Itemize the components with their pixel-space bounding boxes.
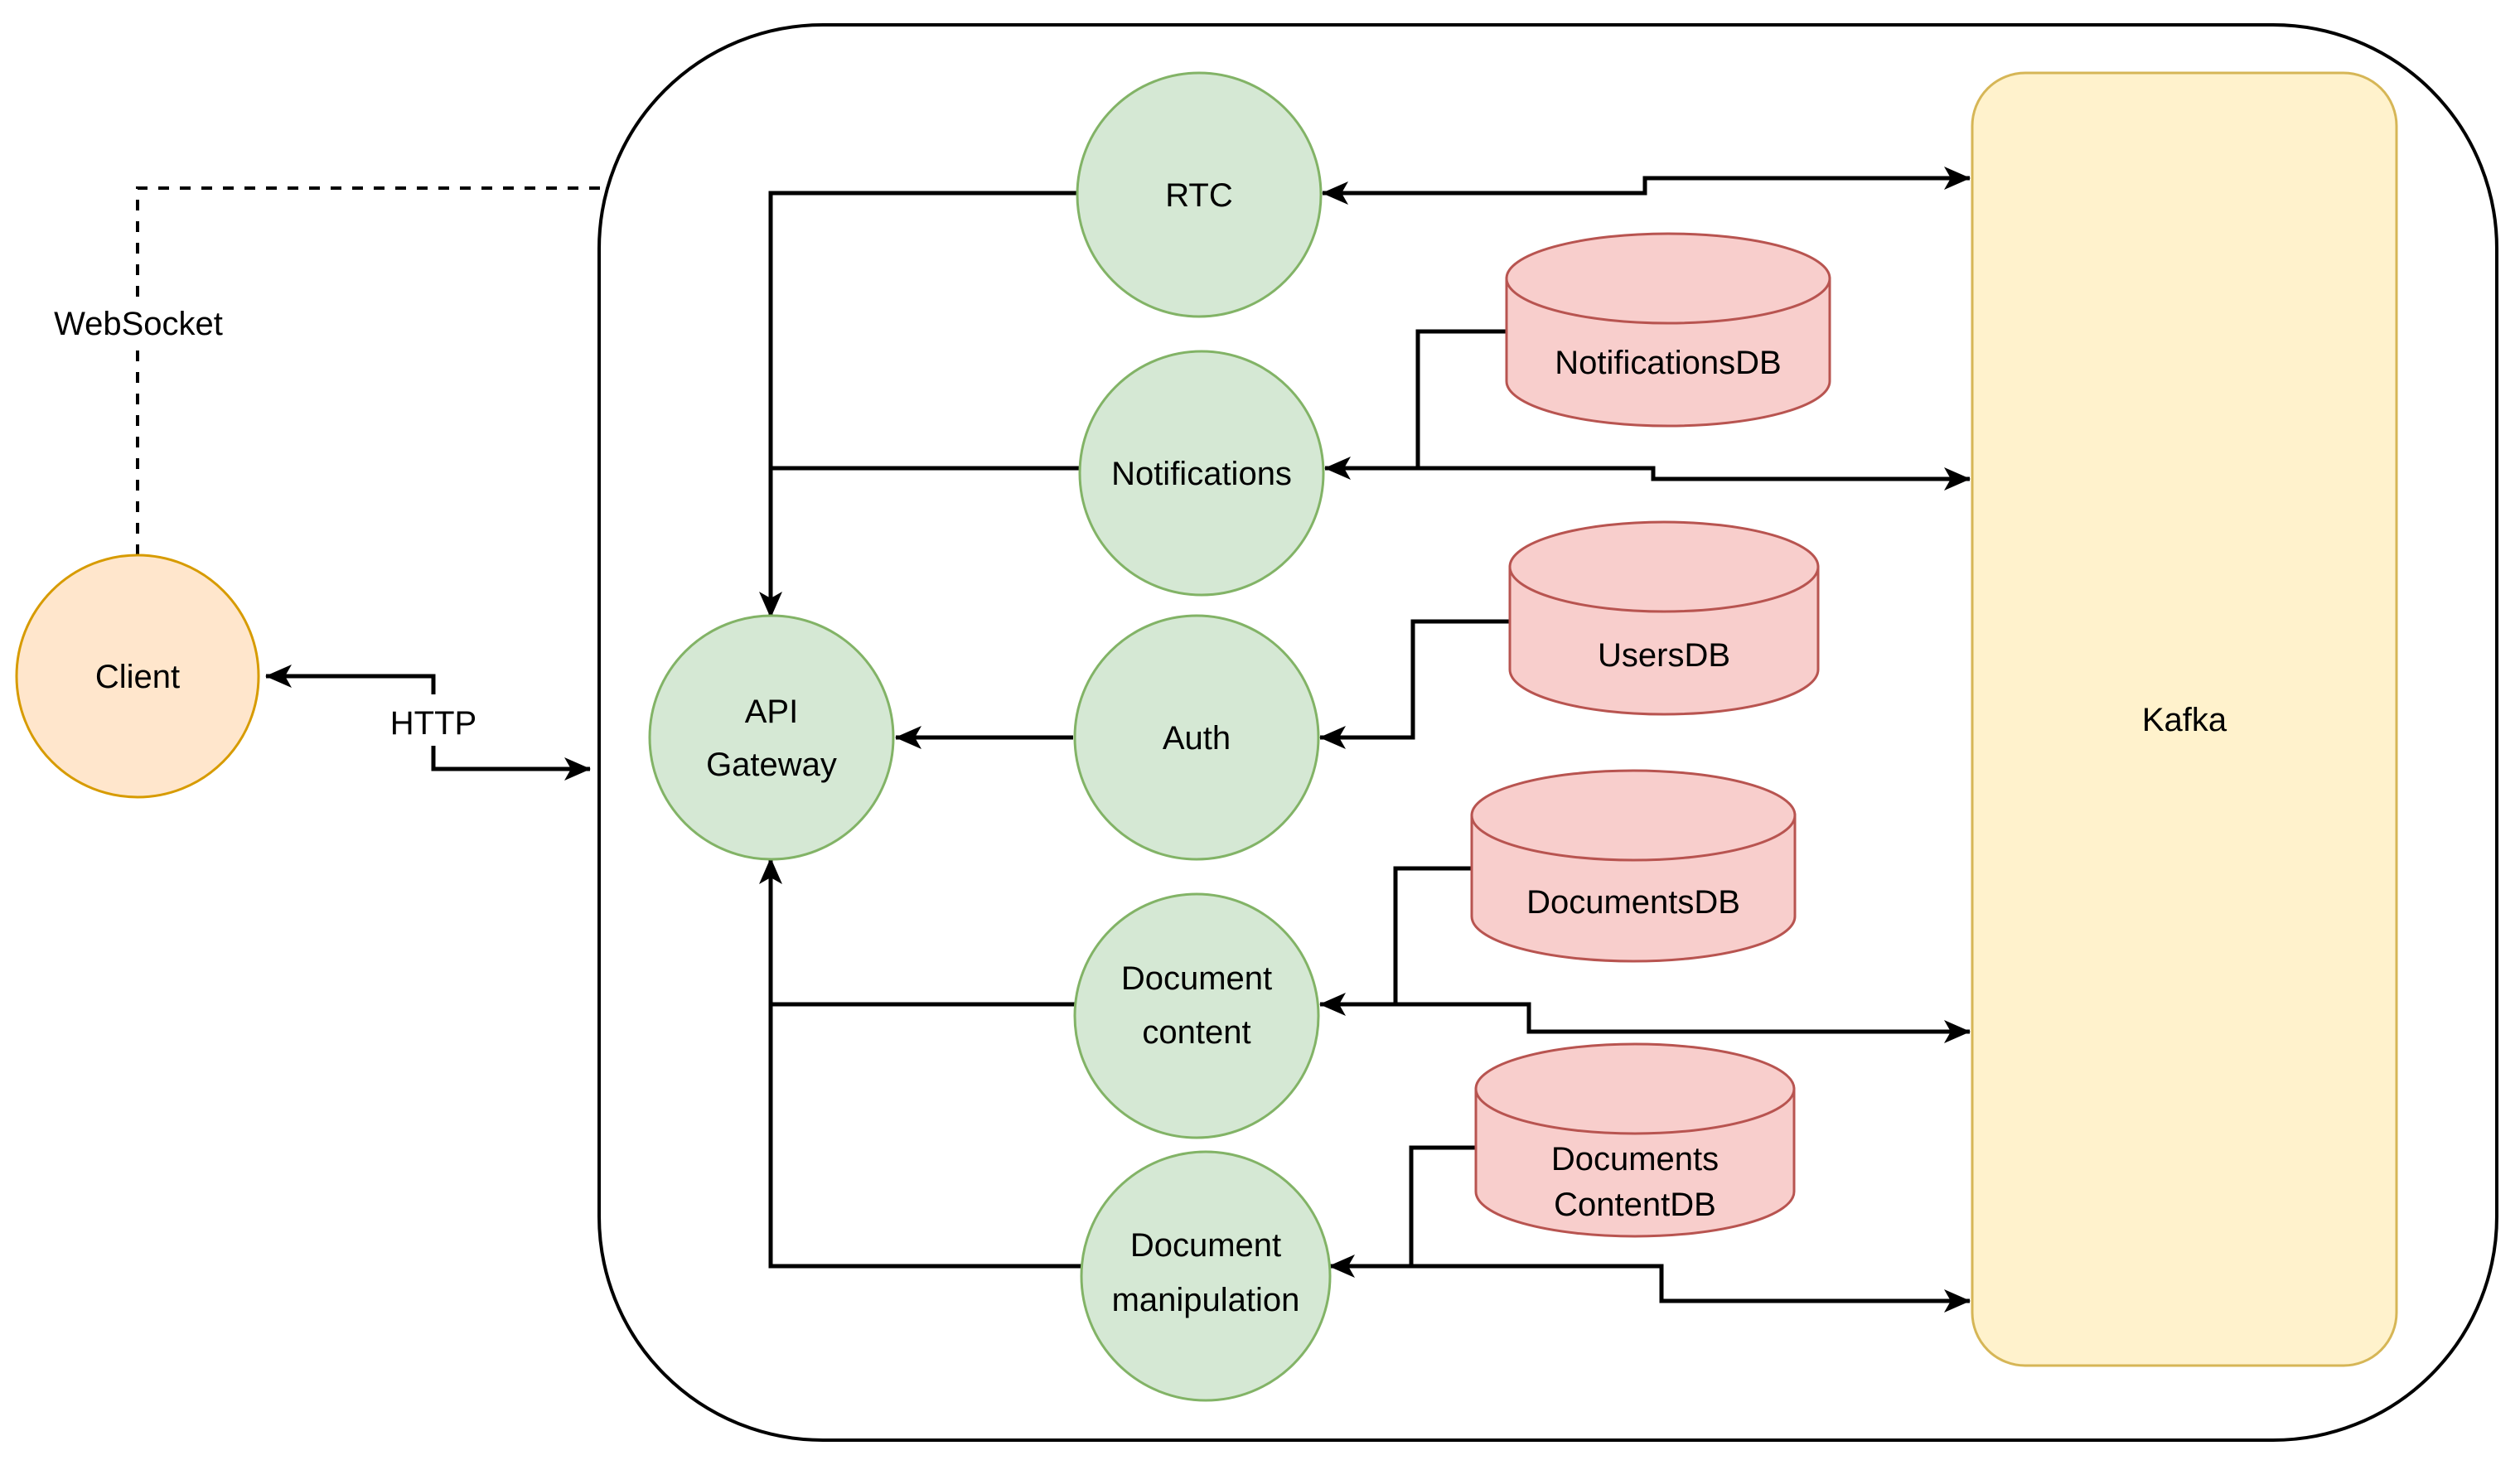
document-content-circle: [1073, 892, 1320, 1139]
api-gateway-node: API Gateway: [648, 614, 895, 861]
document-content-kafka-link: [1319, 993, 1971, 1043]
document-manipulation-label-line1: Document: [1130, 1227, 1281, 1264]
notificationsdb-cylinder-top: [1505, 232, 1831, 325]
notificationsdb-label: NotificationsDB: [1555, 345, 1781, 381]
client-node: Client: [15, 554, 260, 799]
edge-labels: WebSocket HTTP: [23, 298, 491, 746]
rtc-circle: [1076, 71, 1323, 318]
kafka-node: Kafka: [1971, 71, 2398, 1367]
notificationsdb-to-notifications-link: [1415, 329, 1507, 467]
document-content-node: Document content: [1073, 892, 1320, 1139]
kafka-box: [1971, 71, 2398, 1367]
document-manipulation-node: Document manipulation: [1080, 1150, 1332, 1402]
document-manipulation-label-line2: manipulation: [1112, 1282, 1300, 1318]
usersdb-label: UsersDB: [1598, 637, 1730, 674]
notifications-circle: [1078, 350, 1325, 597]
websocket-label: WebSocket: [54, 306, 223, 342]
documentscontentdb-label-line2: ContentDB: [1554, 1187, 1716, 1223]
auth-node: Auth: [1073, 614, 1320, 861]
http-label: HTTP: [390, 705, 476, 742]
kafka-label: Kafka: [2142, 702, 2227, 738]
document-manipulation-circle: [1080, 1150, 1332, 1402]
websocket-label-bg: [23, 298, 254, 346]
websocket-link: [136, 186, 611, 555]
documentscontentdb-label-line1: Documents: [1551, 1141, 1719, 1177]
documentsdb-cylinder-top: [1470, 769, 1797, 862]
api-gateway-label-line2: Gateway: [706, 747, 837, 783]
rtc-label: RTC: [1165, 177, 1232, 214]
client-circle: [15, 554, 260, 799]
rtc-to-api-gateway-link: [759, 191, 1077, 618]
api-gateway-label-line1: API: [745, 694, 798, 730]
documentsdb-label: DocumentsDB: [1526, 884, 1740, 921]
usersdb-to-auth-link: [1319, 619, 1510, 749]
document-content-label-line1: Document: [1121, 960, 1272, 997]
document-content-label-line2: content: [1142, 1014, 1250, 1051]
client-label: Client: [95, 659, 180, 695]
documentsdb-node: DocumentsDB: [1470, 769, 1797, 963]
auth-label: Auth: [1163, 720, 1231, 757]
documentsdb-to-document-content-link: [1393, 866, 1472, 1003]
notifications-label: Notifications: [1111, 456, 1292, 492]
notificationsdb-node: NotificationsDB: [1505, 232, 1831, 428]
api-gateway-circle: [648, 614, 895, 861]
rtc-kafka-link: [1322, 167, 1971, 205]
notifications-kafka-link: [1324, 457, 1971, 491]
usersdb-node: UsersDB: [1508, 520, 1820, 716]
document-manipulation-to-api-gateway-link: [759, 858, 1086, 1269]
documentscontentdb-cylinder-top: [1474, 1042, 1796, 1135]
usersdb-cylinder-top: [1508, 520, 1820, 613]
documentscontentdb-node: Documents ContentDB: [1474, 1042, 1796, 1238]
notifications-node: Notifications: [1078, 350, 1325, 597]
edges: [136, 167, 1971, 1313]
rtc-node: RTC: [1076, 71, 1323, 318]
document-manipulation-kafka-link: [1328, 1255, 1971, 1313]
microservices-boundary: [597, 23, 2498, 1442]
auth-circle: [1073, 614, 1320, 861]
http-label-bg: [375, 694, 491, 746]
documentscontentdb-to-document-manipulation-link: [1409, 1145, 1476, 1264]
